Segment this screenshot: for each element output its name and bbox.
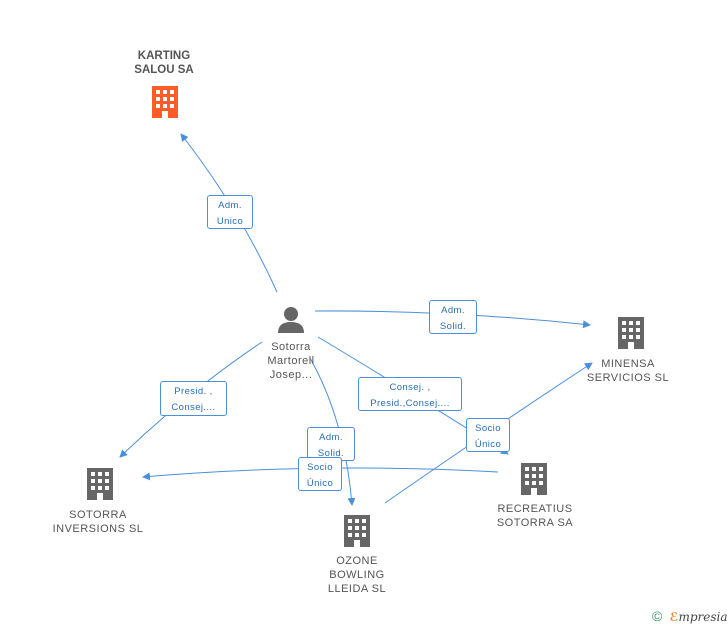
edge-label-consej-presid[interactable]: Consej. , Presid.,Consej.... bbox=[358, 377, 462, 411]
edge-label-line: Consej.... bbox=[171, 402, 216, 413]
brand-logo-icon: ℰ bbox=[669, 610, 679, 624]
edge-label-line: Solid. bbox=[439, 321, 467, 332]
edge-label-socio-unico-sotorra[interactable]: Socio Único bbox=[298, 457, 342, 491]
building-icon[interactable] bbox=[344, 515, 370, 547]
building-icon[interactable] bbox=[618, 317, 644, 349]
edge-label-socio-unico-minensa[interactable]: Socio Único bbox=[466, 418, 510, 452]
edge-label-line: Solid. bbox=[317, 448, 345, 459]
edge-label-line: Socio bbox=[307, 462, 333, 473]
copyright-icon: © bbox=[652, 608, 663, 624]
edge-label-line: Único bbox=[306, 478, 334, 489]
node-label-line: BOWLING bbox=[329, 569, 385, 581]
edge-label-line: Adm. bbox=[441, 305, 465, 316]
edge-person-ozone bbox=[309, 357, 356, 506]
node-label-sotorra-inversions[interactable]: SOTORRA INVERSIONS SL bbox=[43, 508, 153, 536]
node-label-line: Martorell bbox=[267, 355, 315, 367]
node-label-line: LLEIDA SL bbox=[327, 583, 387, 595]
node-label-line: OZONE bbox=[336, 555, 378, 567]
edge-label-adm-unico[interactable]: Adm. Unico bbox=[207, 195, 253, 229]
edge-label-line: Adm. bbox=[319, 432, 343, 443]
edge-label-presid-consej[interactable]: Presid. , Consej.... bbox=[160, 381, 227, 416]
node-label-line: INVERSIONS SL bbox=[52, 523, 144, 535]
node-label-line: SERVICIOS SL bbox=[586, 372, 670, 384]
node-label-recreatius[interactable]: RECREATIUS SOTORRA SA bbox=[480, 502, 590, 530]
building-icon[interactable] bbox=[152, 86, 178, 118]
edge-label-line: Unico bbox=[216, 216, 244, 227]
building-icon[interactable] bbox=[87, 468, 113, 500]
node-label-minensa[interactable]: MINENSA SERVICIOS SL bbox=[573, 357, 683, 385]
node-label-line: MINENSA bbox=[601, 358, 655, 370]
building-icon[interactable] bbox=[521, 463, 547, 495]
edge-label-line: Único bbox=[474, 439, 502, 450]
node-label-line: SOTORRA bbox=[69, 509, 127, 521]
person-icon[interactable] bbox=[278, 307, 304, 333]
edge-label-line: Presid.,Consej.... bbox=[370, 398, 450, 409]
edge-label-line: Adm. bbox=[218, 200, 242, 211]
node-label-line: Sotorra bbox=[271, 341, 311, 353]
edge-label-line: Consej. , bbox=[389, 382, 431, 393]
node-label-line: SALOU SA bbox=[134, 64, 194, 76]
footer-brand: © ℰmpresia bbox=[652, 608, 728, 624]
node-label-karting[interactable]: KARTING SALOU SA bbox=[114, 49, 214, 77]
node-label-line: Josep... bbox=[269, 369, 313, 381]
node-label-line: RECREATIUS bbox=[497, 503, 573, 515]
edge-label-line: Socio bbox=[475, 423, 501, 434]
edge-label-adm-solid-ozone[interactable]: Adm. Solid. bbox=[307, 427, 355, 461]
edge-label-adm-solid-minensa[interactable]: Adm. Solid. bbox=[429, 300, 477, 334]
node-label-line: KARTING bbox=[137, 50, 191, 62]
edge-label-line: Presid. , bbox=[174, 386, 213, 397]
node-label-person[interactable]: Sotorra Martorell Josep... bbox=[246, 340, 336, 382]
node-label-ozone[interactable]: OZONE BOWLING LLEIDA SL bbox=[307, 554, 407, 596]
brand-name: mpresia bbox=[678, 610, 728, 624]
node-label-line: SOTORRA SA bbox=[496, 517, 574, 529]
